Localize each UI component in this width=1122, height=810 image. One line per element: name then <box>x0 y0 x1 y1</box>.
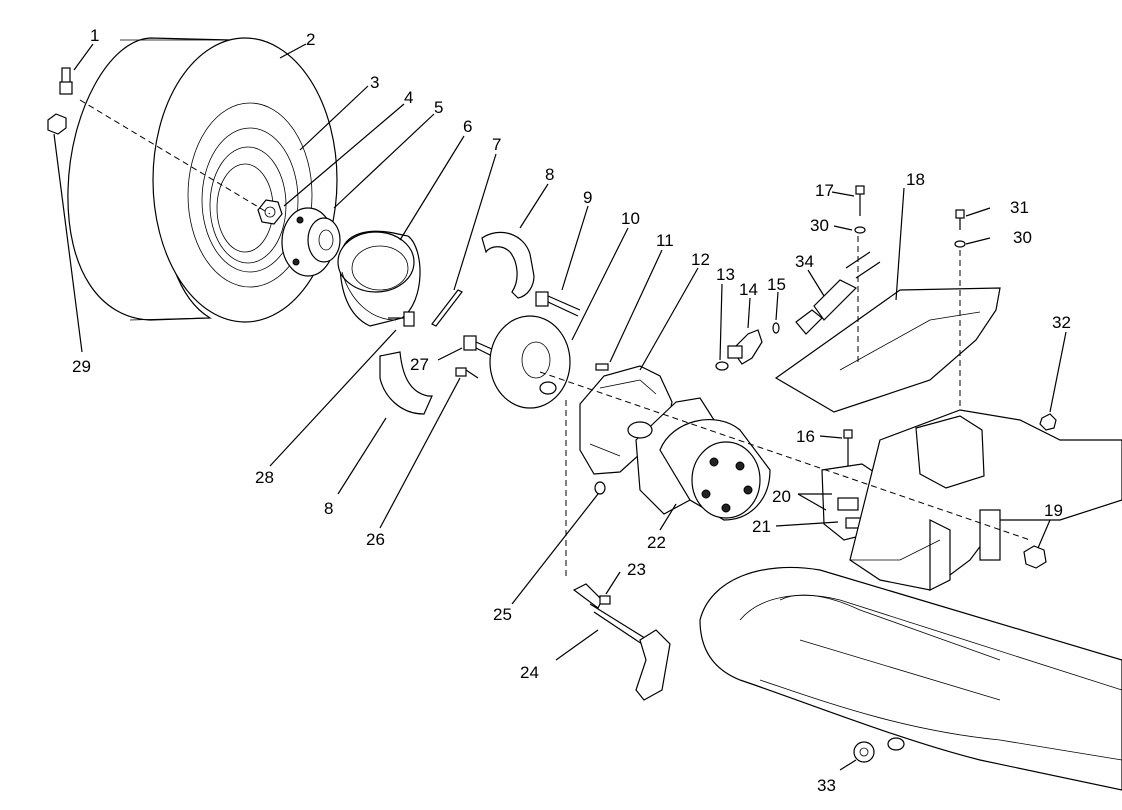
elbow-fitting <box>727 329 763 365</box>
wheel-hub <box>281 207 341 277</box>
callout-26: 26 <box>366 530 385 549</box>
brake-shoe-upper <box>481 231 535 299</box>
clip-23 <box>599 595 611 605</box>
callout-33: 33 <box>817 776 836 795</box>
callout-23: 23 <box>627 560 646 579</box>
tire <box>67 37 338 323</box>
callout-14: 14 <box>739 280 758 299</box>
callout-13: 13 <box>716 265 735 284</box>
o-ring-13 <box>715 361 729 371</box>
callout-18: 18 <box>906 170 925 189</box>
brake-rod <box>572 583 671 701</box>
callout-22: 22 <box>647 533 666 552</box>
stud-27 <box>463 335 495 357</box>
screw-26 <box>455 367 479 379</box>
backing-plate <box>489 315 571 409</box>
key-11 <box>595 363 609 371</box>
callout-10: 10 <box>621 209 640 228</box>
callout-27: 27 <box>410 355 429 374</box>
hydraulic-hose <box>795 251 881 335</box>
callout-20: 20 <box>772 487 791 506</box>
callout-21: 21 <box>752 517 771 536</box>
drum-bolt <box>388 311 415 327</box>
callout-1: 1 <box>90 26 100 45</box>
wheel-nut <box>257 199 283 225</box>
callout-8-upper: 8 <box>545 165 555 184</box>
callout-25: 25 <box>493 605 512 624</box>
callout-12: 12 <box>691 250 710 269</box>
callout-29: 29 <box>72 357 91 376</box>
motor-centerline <box>539 371 1031 541</box>
hydraulic-motor <box>627 397 771 521</box>
leader-lines <box>53 43 1067 771</box>
plug-25 <box>594 481 606 495</box>
callout-9: 9 <box>583 188 593 207</box>
nut-32 <box>1039 413 1057 431</box>
callout-24: 24 <box>520 663 539 682</box>
callout-32: 32 <box>1052 313 1071 332</box>
callout-19: 19 <box>1044 501 1063 520</box>
callout-17: 17 <box>815 181 834 200</box>
mower-frame <box>699 409 1122 791</box>
cotter-pin <box>431 289 463 327</box>
brake-shoe-lower <box>379 351 433 415</box>
callout-4: 4 <box>404 88 414 107</box>
callout-5: 5 <box>434 98 444 117</box>
callout-15: 15 <box>767 275 786 294</box>
valve-stem <box>59 67 73 95</box>
callout-8-lower: 8 <box>324 499 334 518</box>
bolt-17 <box>854 185 866 234</box>
callout-30-right: 30 <box>1013 228 1032 247</box>
callout-34: 34 <box>795 252 814 271</box>
o-ring-15 <box>772 322 780 334</box>
bolt-9 <box>535 291 581 317</box>
bushing-33 <box>853 737 905 763</box>
callout-30-upper: 30 <box>810 216 829 235</box>
callout-6: 6 <box>463 117 473 136</box>
callout-16: 16 <box>796 427 815 446</box>
callout-11: 11 <box>656 231 674 250</box>
callout-7: 7 <box>492 135 502 154</box>
motor-cover <box>774 236 1001 430</box>
valve-nut <box>47 113 67 135</box>
brake-drum <box>337 230 421 327</box>
callout-31: 31 <box>1010 198 1029 217</box>
axle-centerline <box>79 99 271 215</box>
callout-28: 28 <box>255 468 274 487</box>
callout-3: 3 <box>370 73 380 92</box>
callout-2: 2 <box>306 30 316 49</box>
bolt-31 <box>954 209 966 248</box>
nut-19 <box>1023 545 1047 569</box>
